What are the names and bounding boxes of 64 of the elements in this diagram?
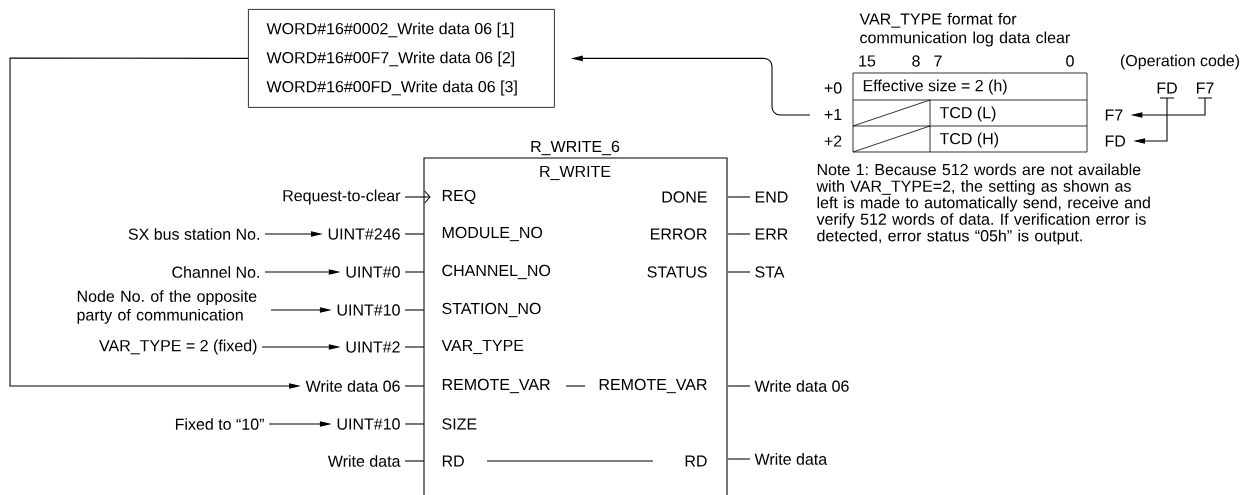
connector bbox=[727, 458, 751, 460]
block-name: R_WRITE_6 bbox=[531, 140, 620, 156]
connector bbox=[404, 385, 425, 387]
pin-name: RD bbox=[442, 455, 464, 467]
data-list-box bbox=[248, 9, 555, 108]
connector bbox=[727, 385, 751, 387]
format-table: Effective size = 2 (h) TCD (L) TCD (H) bbox=[852, 72, 1088, 153]
connector bbox=[404, 423, 425, 425]
bit-number: 0 bbox=[1066, 55, 1074, 67]
signal-label: UINT#2 bbox=[346, 341, 400, 353]
code-label: FD bbox=[1157, 82, 1177, 94]
code-label: FD bbox=[1105, 135, 1126, 147]
pin-name: REMOTE_VAR bbox=[599, 378, 707, 394]
connector bbox=[404, 271, 425, 273]
signal-label: Write data bbox=[754, 453, 828, 465]
offset-label: +0 bbox=[824, 82, 842, 94]
pin-name: CHANNEL_NO bbox=[442, 264, 551, 280]
connector bbox=[404, 346, 425, 348]
list-entry: WORD#16#0002_Write data 06 [1] bbox=[266, 22, 514, 38]
column-heading: (Operation code) bbox=[1120, 54, 1239, 70]
signal-label: Fixed to “10” bbox=[176, 418, 264, 430]
pin-name: DONE bbox=[662, 191, 707, 203]
offset-label: +2 bbox=[824, 135, 842, 147]
signal-label: VAR_TYPE = 2 (fixed) bbox=[99, 339, 257, 355]
list-entry: WORD#16#00F7_Write data 06 [2] bbox=[266, 51, 515, 67]
pin-name: SIZE bbox=[442, 418, 477, 430]
pin-name: REMOTE_VAR bbox=[442, 378, 550, 394]
connector bbox=[404, 460, 425, 462]
bit-number: 7 bbox=[934, 55, 942, 67]
signal-label: UINT#10 bbox=[337, 304, 400, 316]
signal-label: END bbox=[755, 191, 788, 203]
bit-number: 8 bbox=[912, 55, 920, 67]
connector bbox=[404, 233, 425, 235]
connector bbox=[727, 271, 751, 273]
pin-name: STATION_NO bbox=[442, 302, 541, 318]
list-entry: WORD#16#00FD_Write data 06 [3] bbox=[266, 80, 517, 96]
connector bbox=[404, 190, 431, 204]
connector bbox=[727, 196, 751, 198]
signal-label: Channel No. bbox=[172, 266, 259, 278]
pin-name: STATUS bbox=[647, 266, 707, 278]
signal-label: Write data 06 bbox=[305, 380, 400, 392]
pin-name: MODULE_NO bbox=[442, 226, 543, 242]
signal-label: Write data 06 bbox=[754, 380, 849, 392]
signal-label: UINT#0 bbox=[346, 266, 400, 278]
pin-name: RD bbox=[685, 455, 707, 467]
table-heading: VAR_TYPE format for communication log data clear bbox=[859, 12, 1070, 47]
signal-label: UINT#10 bbox=[337, 418, 400, 430]
signal-label: Node No. of the opposite party of communication bbox=[77, 290, 257, 324]
block-type: R_WRITE bbox=[540, 165, 611, 181]
signal-label: Write data bbox=[327, 455, 401, 467]
signal-label: STA bbox=[755, 266, 785, 278]
pin-name: VAR_TYPE bbox=[441, 339, 524, 355]
code-label: F7 bbox=[1197, 82, 1214, 94]
connector bbox=[727, 233, 751, 235]
signal-label: ERR bbox=[755, 228, 788, 240]
connector bbox=[404, 309, 425, 311]
signal-label: Request-to-clear bbox=[283, 189, 401, 205]
pin-name: REQ bbox=[442, 189, 476, 205]
offset-label: +1 bbox=[824, 109, 842, 120]
signal-label: UINT#246 bbox=[328, 228, 400, 240]
pin-name: ERROR bbox=[651, 228, 707, 240]
signal-label: SX bus station No. bbox=[128, 228, 259, 240]
bit-number: 15 bbox=[859, 55, 876, 67]
code-label: F7 bbox=[1105, 109, 1123, 121]
